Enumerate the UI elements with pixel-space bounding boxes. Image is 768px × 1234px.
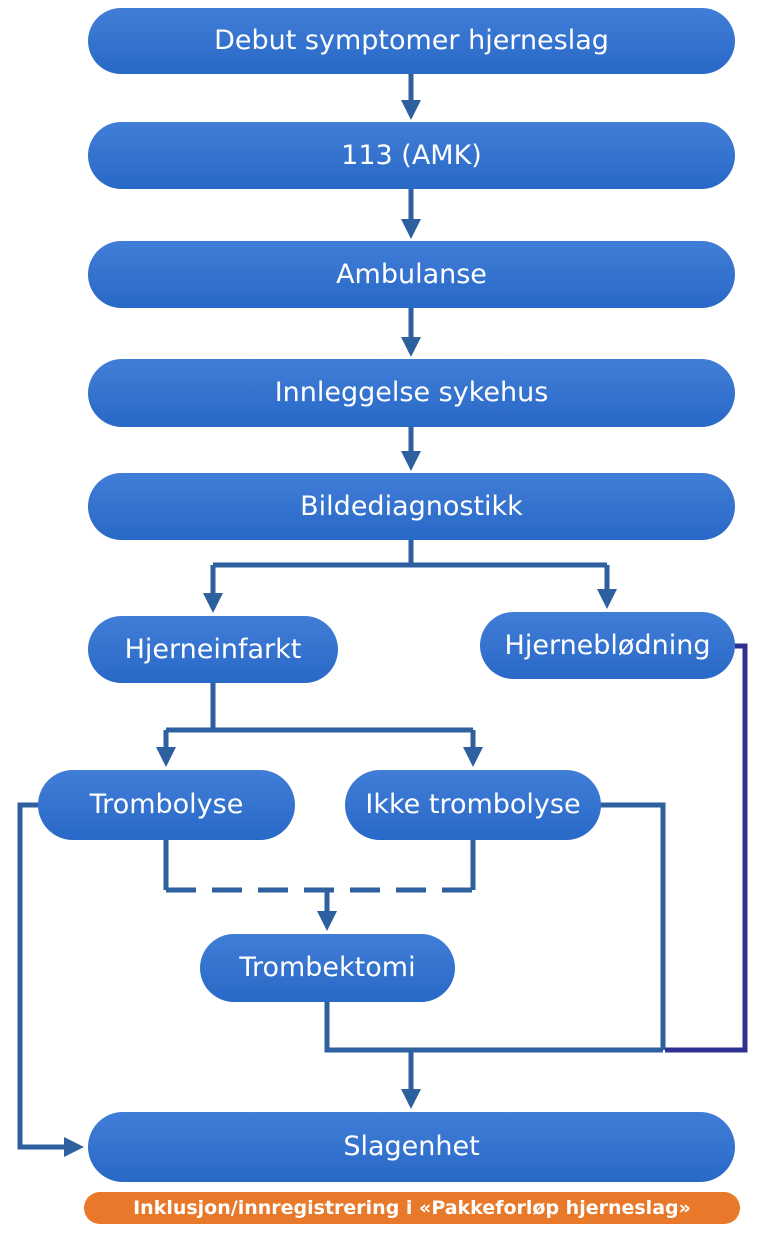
node-hjerneblodning-label: Hjerneblødning <box>504 629 711 661</box>
banner-pakkeforlop: Inklusjon/innregistrering i «Pakkeforløp… <box>84 1192 740 1224</box>
node-ambulanse: Ambulanse <box>88 241 735 308</box>
node-trombolyse-label: Trombolyse <box>89 789 244 821</box>
node-trombektomi: Trombektomi <box>200 934 455 1002</box>
node-113-amk: 113 (AMK) <box>88 122 735 189</box>
node-113-amk-label: 113 (AMK) <box>341 139 482 171</box>
connector-hjerneinfarkt-split <box>166 683 473 733</box>
connector-trombolyse-left-loop <box>17 802 84 1157</box>
node-slagenhet-label: Slagenhet <box>343 1131 480 1163</box>
node-bildediagnostikk: Bildediagnostikk <box>88 473 735 540</box>
node-ikke-trombolyse: Ikke trombolyse <box>345 770 601 840</box>
node-ambulanse-label: Ambulanse <box>336 258 487 290</box>
node-trombolyse: Trombolyse <box>38 770 295 840</box>
node-trombektomi-label: Trombektomi <box>239 952 416 984</box>
node-innleggelse-sykehus: Innleggelse sykehus <box>88 359 735 427</box>
connector-hjerneblodning-right <box>665 643 748 1053</box>
node-hjerneblodning: Hjerneblødning <box>480 612 735 679</box>
banner-pakkeforlop-label: Inklusjon/innregistrering i «Pakkeforløp… <box>133 1197 691 1219</box>
connector-bildediagnostikk-split <box>213 540 607 568</box>
node-debut-symptomer: Debut symptomer hjerneslag <box>88 8 735 74</box>
node-bildediagnostikk-label: Bildediagnostikk <box>300 490 523 522</box>
connector-ikke-trombolyse-right <box>600 802 666 1050</box>
node-hjerneinfarkt: Hjerneinfarkt <box>88 616 338 683</box>
node-hjerneinfarkt-label: Hjerneinfarkt <box>124 633 302 665</box>
connector-trombektomi-down <box>324 1002 663 1053</box>
node-innleggelse-sykehus-label: Innleggelse sykehus <box>274 377 549 409</box>
node-debut-symptomer-label: Debut symptomer hjerneslag <box>214 25 609 57</box>
node-slagenhet: Slagenhet <box>88 1112 735 1182</box>
node-ikke-trombolyse-label: Ikke trombolyse <box>365 789 581 821</box>
